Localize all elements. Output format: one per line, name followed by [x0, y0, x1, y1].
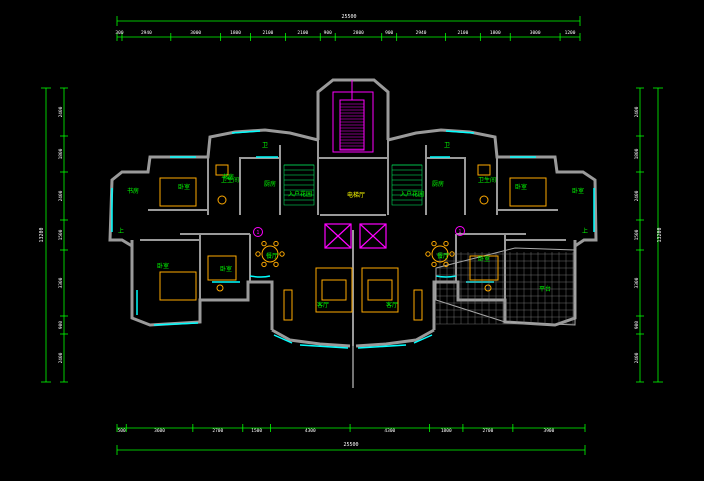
top-dim-label: 1800: [490, 30, 501, 36]
top-dim-label: 3000: [190, 30, 201, 36]
left-dim-label: 2400: [58, 106, 64, 117]
furniture: [159, 164, 547, 321]
top-dim-label: 2100: [297, 30, 308, 36]
label-up-right: 上: [582, 227, 588, 235]
right-dim-label: 1800: [634, 148, 640, 159]
top-dim-label: 2940: [141, 30, 152, 36]
windows: [111, 130, 595, 349]
top-dim-label: 900: [324, 30, 332, 36]
right-dim-label: 2400: [634, 190, 640, 201]
right-dim-label: 2400: [634, 106, 640, 117]
label-study-right: 书房: [222, 173, 234, 181]
bottom-total-dimension: 25500: [343, 442, 358, 448]
bottom-dim-label: 3900: [544, 428, 555, 434]
label-bath-right: 卫: [444, 142, 450, 149]
label-toilet-left: 卫生间: [221, 176, 239, 184]
left-dimension-labels: 2400 1800 2400 1500 3300 900 2400: [58, 106, 64, 363]
top-dim-label: 2800: [353, 30, 364, 36]
label-bedroom-l2: 卧室: [157, 262, 169, 270]
right-dim-label: 2400: [634, 352, 640, 363]
elevators: [324, 223, 387, 249]
label-entry-right: 入户花园: [400, 190, 424, 198]
label-bedroom-r3: 卧室: [572, 187, 584, 195]
top-dimension-group: [116, 16, 581, 41]
platform-grid: [435, 247, 576, 326]
bottom-dim-label: 1500: [251, 428, 262, 434]
top-dim-label: 1800: [230, 30, 241, 36]
bottom-dim-label: 2700: [482, 428, 493, 434]
label-kitchen-right: 厨房: [432, 180, 444, 188]
top-dim-label: 3000: [530, 30, 541, 36]
top-dim-label: 2100: [263, 30, 274, 36]
label-entry-left: 入户花园: [288, 190, 312, 198]
right-dimension-group: [636, 87, 663, 383]
room-labels: 电梯厅 客厅 客厅 餐厅 餐厅 卧室 卧室 卧室 卧室 卧室 卧室 书房 书房 …: [118, 142, 588, 309]
label-study-left: 书房: [127, 187, 139, 195]
left-dim-label: 900: [58, 321, 64, 329]
bottom-dim-label: 4300: [305, 428, 316, 434]
label-living-right: 客厅: [386, 301, 398, 309]
right-dim-label: 1500: [634, 229, 640, 240]
top-dim-label: 2940: [416, 30, 427, 36]
right-dim-label: 3300: [634, 277, 640, 288]
label-up-left: 上: [118, 227, 124, 235]
bottom-dim-label: 1800: [441, 428, 452, 434]
left-dim-label: 3300: [58, 277, 64, 288]
label-dining-right: 餐厅: [437, 252, 449, 260]
bottom-dim-label: 4300: [384, 428, 395, 434]
top-dim-label: 900: [385, 30, 393, 36]
label-bedroom-r1: 卧室: [515, 183, 527, 191]
left-dim-label: 1800: [58, 148, 64, 159]
interior-walls: [140, 140, 566, 346]
stair: [332, 80, 374, 153]
label-bedroom-l1: 卧室: [178, 183, 190, 191]
top-dim-label: 1200: [565, 30, 576, 36]
top-total-dimension: 25500: [341, 14, 356, 20]
left-dimension-group: [41, 87, 68, 383]
left-dim-label: 2400: [58, 352, 64, 363]
label-toilet-right: 卫生间: [478, 176, 496, 184]
label-elevator-hall: 电梯厅: [347, 191, 365, 199]
top-dimension-labels: 300 2940 3000 1800 2100 2100 900 2800 900 2940 210…: [115, 30, 575, 36]
top-dim-label: 2100: [457, 30, 468, 36]
right-dim-label: 900: [634, 321, 640, 329]
section-marker-left: 1: [253, 227, 263, 237]
label-platform: 平台: [539, 285, 551, 293]
label-bedroom-l3: 卧室: [220, 265, 232, 273]
right-dimension-labels: 2400 1800 2400 1500 3300 900 2400: [634, 106, 640, 363]
bottom-dim-label: 500: [118, 428, 126, 434]
svg-text:1: 1: [256, 230, 259, 236]
left-dim-label: 1500: [58, 229, 64, 240]
bottom-dimension-labels: 500 3600 2700 1500 4300 4300 1800 2700 3900: [118, 428, 555, 434]
label-living-left: 客厅: [317, 301, 329, 309]
top-dim-label: 300: [115, 30, 123, 36]
left-total-dimension: 13200: [39, 227, 45, 242]
bottom-dimension-group: [116, 424, 586, 455]
section-marker-right: 1: [455, 226, 465, 236]
label-bedroom-r2: 卧室: [478, 255, 490, 263]
entry-gardens: [283, 164, 423, 206]
label-dining-left: 餐厅: [266, 252, 278, 260]
svg-text:1: 1: [458, 229, 461, 235]
right-total-dimension: 13200: [657, 227, 663, 242]
label-bath-left: 卫: [262, 142, 268, 149]
bottom-dim-label: 3600: [154, 428, 165, 434]
bottom-dim-label: 2700: [212, 428, 223, 434]
left-dim-label: 2400: [58, 190, 64, 201]
label-kitchen-left: 厨房: [264, 180, 276, 188]
